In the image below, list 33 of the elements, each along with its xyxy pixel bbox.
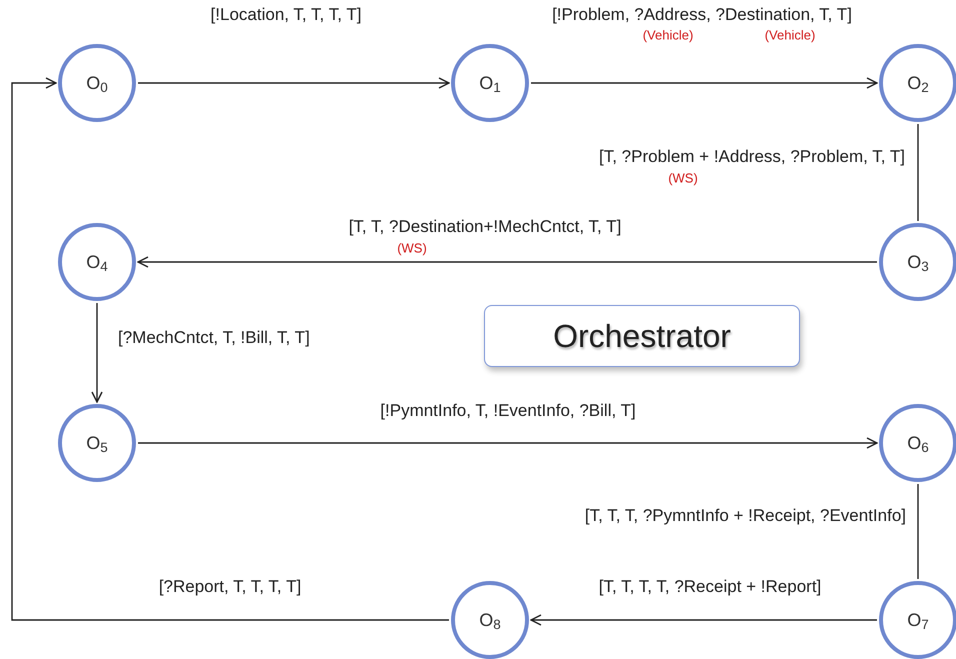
state-label: O$_{8}$ [479, 608, 501, 634]
edge-label: [T, ?Problem + !Address, ?Problem, T, T] [599, 147, 905, 167]
edge-label: [!Problem, ?Address, ?Destination, T, T] [552, 5, 852, 25]
title-text: Orchestrator [553, 317, 731, 356]
state-label: O$_{5}$ [86, 432, 108, 456]
annotation-text: (WS) [397, 240, 427, 256]
arrow [138, 77, 450, 89]
state-label: O$_{1}$ [479, 72, 501, 96]
annotation-text: (WS) [668, 170, 698, 186]
state-label: O$_{4}$ [86, 250, 108, 276]
edge-label: [?Report, T, T, T, T] [158, 577, 302, 597]
connector-line [917, 124, 919, 221]
state-label: O$_{6}$ [907, 432, 929, 456]
state-label: O$_{7}$ [907, 608, 929, 634]
state-label: O$_{2}$ [907, 72, 929, 96]
state-label: O$_{0}$ [86, 72, 108, 96]
state-label: O$_{3}$ [907, 250, 929, 276]
edge-label: [T, T, T, T, ?Receipt + !Report] [598, 577, 822, 597]
edge-label: [!Location, T, T, T, T] [210, 5, 362, 25]
arrow [138, 437, 878, 449]
connector-line [917, 484, 919, 579]
edge-label: [?MechCntct, T, !Bill, T, T] [118, 328, 310, 348]
arrow [137, 256, 877, 268]
arrow [11, 77, 449, 621]
annotation-text: (Vehicle) [642, 28, 694, 42]
edge-label: [T, T, T, ?PymntInfo + !Receipt, ?EventInfo] [584, 506, 906, 526]
annotation-text: (Vehicle) [764, 28, 816, 42]
title-box [484, 305, 800, 367]
arrow [531, 77, 878, 89]
arrow [530, 614, 877, 626]
edge-label: [T, T, ?Destination+!MechCntct, T, T] [348, 217, 622, 237]
edge-label: [!PymntInfo, T, !EventInfo, ?Bill, T] [380, 401, 636, 421]
arrow [91, 303, 103, 403]
